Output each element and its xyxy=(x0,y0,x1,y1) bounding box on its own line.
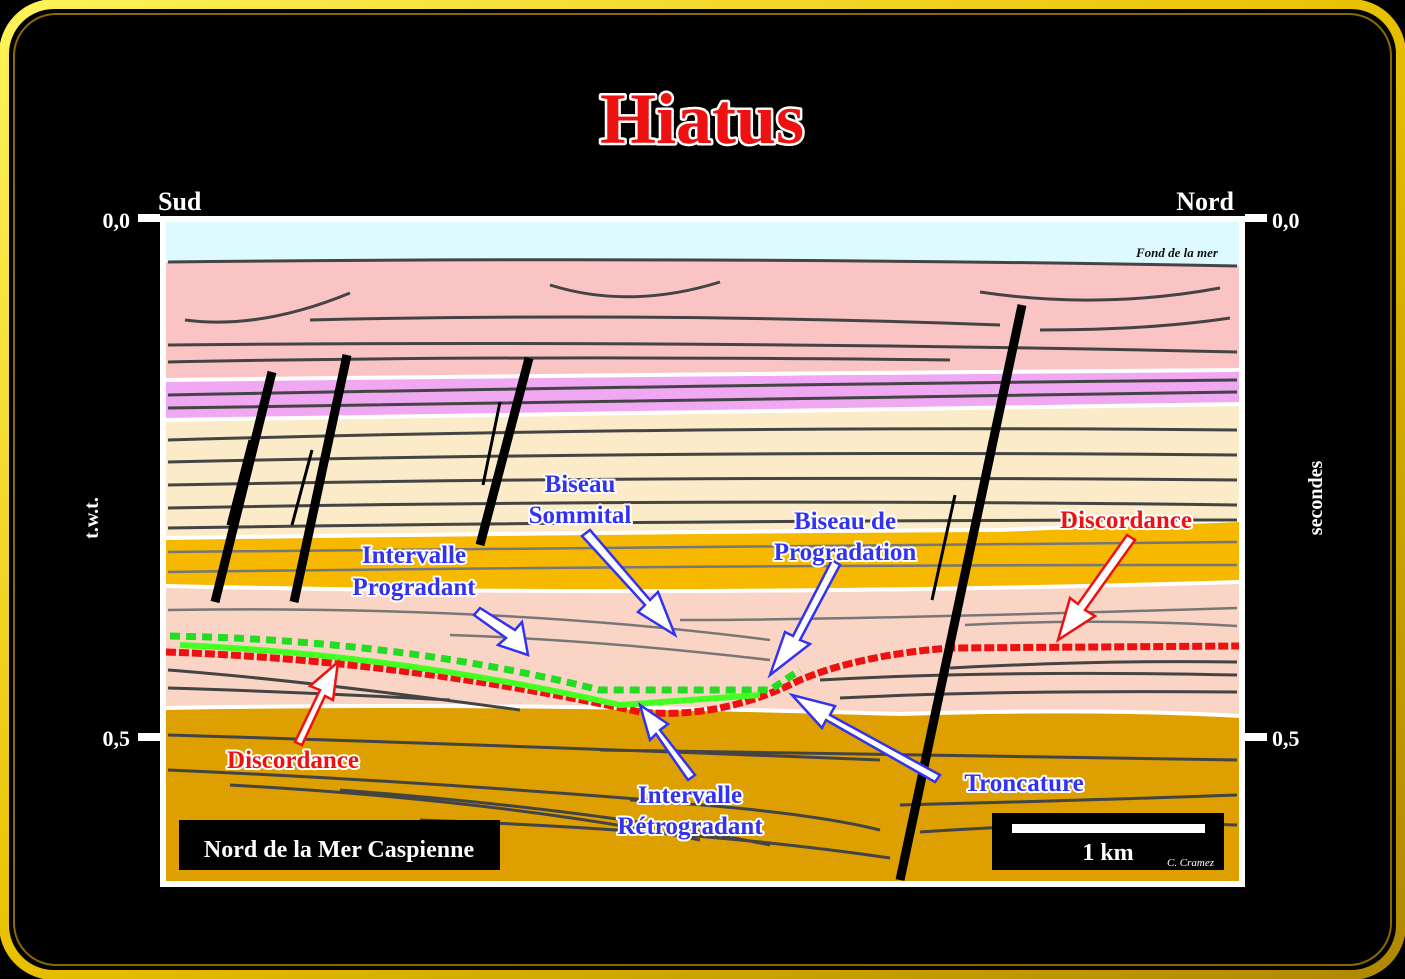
direction-south: Sud xyxy=(158,187,202,216)
label-intervalle-retrogradant-1: Intervalle xyxy=(638,782,742,809)
title: Hiatus xyxy=(600,79,804,159)
label-biseau-sommital-1: Biseau xyxy=(545,471,616,498)
seafloor-label: Fond de la mer xyxy=(1135,245,1219,260)
label-discordance-left: Discordance xyxy=(227,747,359,774)
scale-bar: 1 km C. Cramez xyxy=(992,813,1224,870)
label-biseau-progradation-1: Biseau de xyxy=(794,508,896,535)
annotation-arrows xyxy=(293,528,1137,784)
label-discordance-right: Discordance xyxy=(1060,507,1192,534)
direction-north: Nord xyxy=(1176,187,1234,216)
tick-left-top: 0,0 xyxy=(103,208,131,233)
label-intervalle-progradant-1: Intervalle xyxy=(362,542,466,569)
label-intervalle-progradant-2: Progradant xyxy=(352,574,476,601)
label-biseau-progradation-2: Progradation xyxy=(774,539,917,566)
tick-right-bottom: 0,5 xyxy=(1272,726,1300,751)
tick-left-bottom: 0,5 xyxy=(103,726,131,751)
label-troncature: Troncature xyxy=(964,770,1083,797)
tick-right-top: 0,0 xyxy=(1272,208,1300,233)
scale-label: 1 km xyxy=(1082,840,1133,866)
cross-section xyxy=(160,216,1245,887)
credit: C. Cramez xyxy=(1167,857,1215,869)
location-box: Nord de la Mer Caspienne xyxy=(179,820,500,870)
axis-label-left: t.w.t. xyxy=(81,497,103,539)
annotations: Biseau Sommital Biseau de Progradation I… xyxy=(225,469,1194,842)
location-label: Nord de la Mer Caspienne xyxy=(204,837,475,863)
axis-label-right: secondes xyxy=(1305,461,1327,536)
label-biseau-sommital-2: Sommital xyxy=(529,502,632,529)
label-intervalle-retrogradant-2: Rétrogradant xyxy=(617,813,763,840)
